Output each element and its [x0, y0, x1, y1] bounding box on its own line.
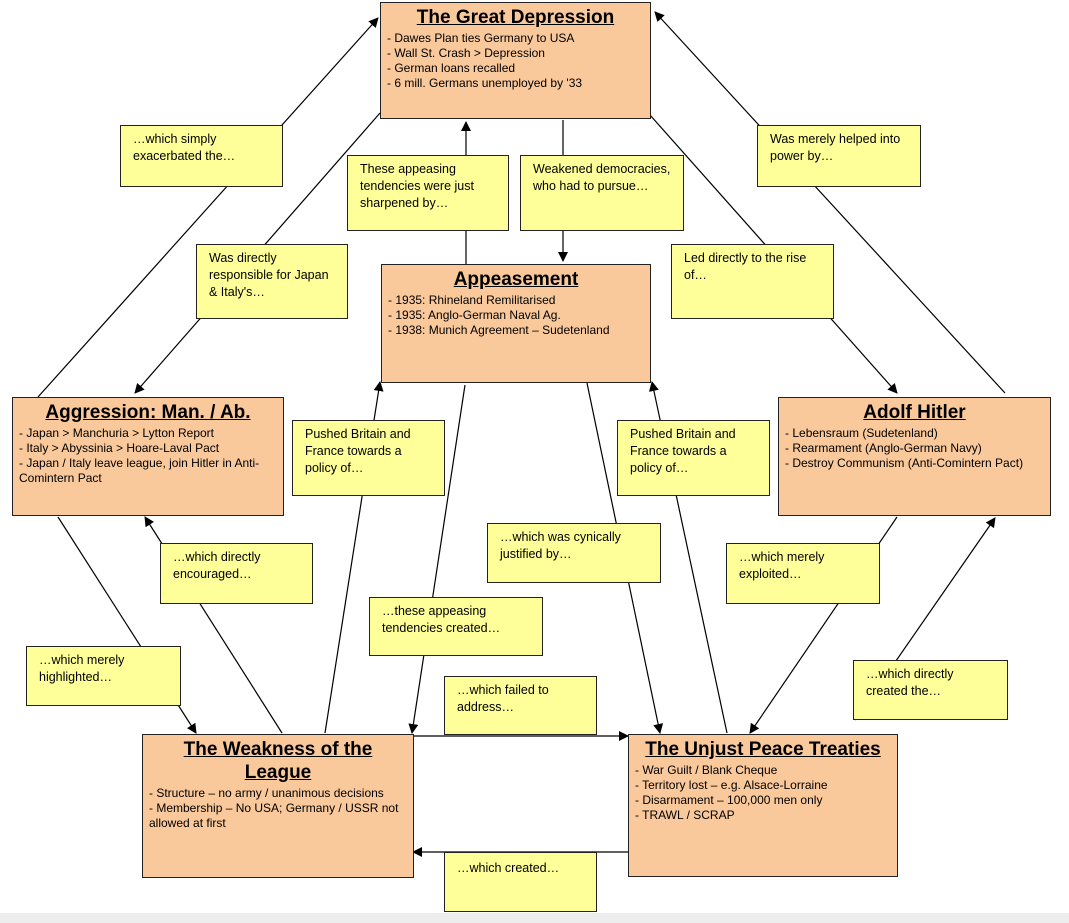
box-item: Lebensraum (Sudetenland) — [785, 426, 1044, 441]
box-items: 1935: Rhineland Remilitarised 1935: Angl… — [388, 293, 644, 338]
box-league: The Weakness of the League Structure – n… — [142, 734, 414, 878]
note-exploited: …which merely exploited… — [726, 543, 880, 604]
box-title: Aggression: Man. / Ab. — [45, 402, 251, 423]
box-title: Appeasement — [453, 269, 579, 290]
box-item: Italy > Abyssinia > Hoare-Laval Pact — [19, 441, 277, 456]
box-title: The Great Depression — [416, 7, 615, 28]
note-weakened-democracies: Weakened democracies, who had to pursue… — [520, 155, 684, 231]
box-title: Adolf Hitler — [863, 402, 966, 423]
box-item: Rearmament (Anglo-German Navy) — [785, 441, 1044, 456]
box-item: Wall St. Crash > Depression — [387, 46, 644, 61]
box-item: German loans recalled — [387, 61, 644, 76]
box-items: Structure – no army / unanimous decision… — [149, 786, 407, 831]
arrow-appeasement-to-league — [408, 384, 466, 734]
note-failed-address: …which failed to address… — [444, 676, 597, 735]
note-helped-power: Was merely helped into power by… — [757, 125, 921, 187]
box-items: War Guilt / Blank Cheque Territory lost … — [635, 763, 891, 823]
box-items: Japan > Manchuria > Lytton Report Italy … — [19, 426, 277, 486]
note-highlighted: …which merely highlighted… — [26, 646, 181, 706]
box-hitler: Adolf Hitler Lebensraum (Sudetenland) Re… — [778, 397, 1051, 516]
note-pushed-right: Pushed Britain and France towards a poli… — [617, 420, 770, 496]
box-item: 6 mill. Germans unemployed by '33 — [387, 76, 644, 91]
box-item: 1935: Anglo-German Naval Ag. — [388, 308, 644, 323]
box-item: War Guilt / Blank Cheque — [635, 763, 891, 778]
box-title: The Weakness of the League — [183, 739, 373, 783]
note-which-created: …which created… — [444, 852, 597, 912]
box-aggression: Aggression: Man. / Ab. Japan > Manchuria… — [12, 397, 284, 516]
box-treaties: The Unjust Peace Treaties War Guilt / Bl… — [628, 734, 898, 877]
arrow-hitler-to-depression — [654, 11, 1006, 394]
note-pushed-left: Pushed Britain and France towards a poli… — [292, 420, 445, 496]
box-item: TRAWL / SCRAP — [635, 808, 891, 823]
box-appeasement: Appeasement 1935: Rhineland Remilitarise… — [381, 264, 651, 383]
box-item: Dawes Plan ties Germany to USA — [387, 31, 644, 46]
box-item: Structure – no army / unanimous decision… — [149, 786, 407, 801]
box-item: Territory lost – e.g. Alsace-Lorraine — [635, 778, 891, 793]
box-item: Disarmament – 100,000 men only — [635, 793, 891, 808]
note-sharpened: These appeasing tendencies were just sha… — [347, 155, 509, 231]
box-item: Destroy Communism (Anti-Comintern Pact) — [785, 456, 1044, 471]
note-responsible: Was directly responsible for Japan & Ita… — [196, 244, 348, 319]
bottom-strip — [0, 913, 1069, 923]
note-created-tendencies: …these appeasing tendencies created… — [369, 597, 543, 656]
arrow-aggression-to-depression — [37, 17, 379, 398]
box-title: The Unjust Peace Treaties — [645, 739, 881, 760]
note-cynically: …which was cynically justified by… — [487, 523, 661, 583]
note-led-rise: Led directly to the rise of… — [671, 244, 834, 319]
box-item: Membership – No USA; Germany / USSR not … — [149, 801, 407, 831]
box-item: 1938: Munich Agreement – Sudetenland — [388, 323, 644, 338]
box-great-depression: The Great Depression Dawes Plan ties Ger… — [380, 2, 651, 119]
note-encouraged: …which directly encouraged… — [160, 543, 313, 604]
box-item: 1935: Rhineland Remilitarised — [388, 293, 644, 308]
box-item: Japan / Italy leave league, join Hitler … — [19, 456, 277, 486]
note-created-the: …which directly created the… — [853, 660, 1008, 720]
note-exacerbated: …which simply exacerbated the… — [120, 125, 283, 187]
box-item: Japan > Manchuria > Lytton Report — [19, 426, 277, 441]
box-items: Dawes Plan ties Germany to USA Wall St. … — [387, 31, 644, 91]
box-items: Lebensraum (Sudetenland) Rearmament (Ang… — [785, 426, 1044, 471]
